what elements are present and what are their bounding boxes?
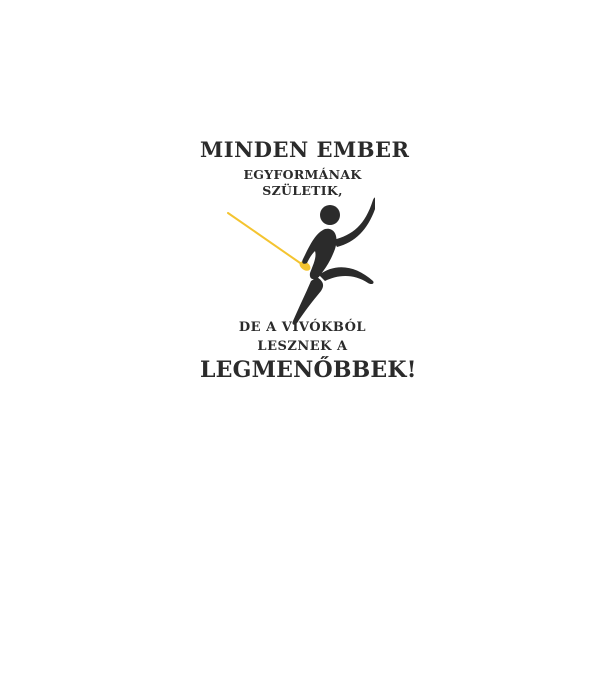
subline-text-3: DE A VÍVÓKBÓL <box>238 320 367 335</box>
subline-text-1: EGYFORMÁNAK <box>243 167 362 182</box>
subline-text-2: SZÜLETIK, <box>262 183 343 198</box>
closing-text: LEGMENŐBBEK! <box>200 357 417 383</box>
fencer-icon <box>227 197 375 325</box>
tshirt-design: MINDEN EMBER EGYFORMÁNAK SZÜLETIK, DE A … <box>200 135 417 390</box>
headline-text: MINDEN EMBER <box>200 137 410 162</box>
subline-text-4: LESZNEK A <box>257 339 348 354</box>
